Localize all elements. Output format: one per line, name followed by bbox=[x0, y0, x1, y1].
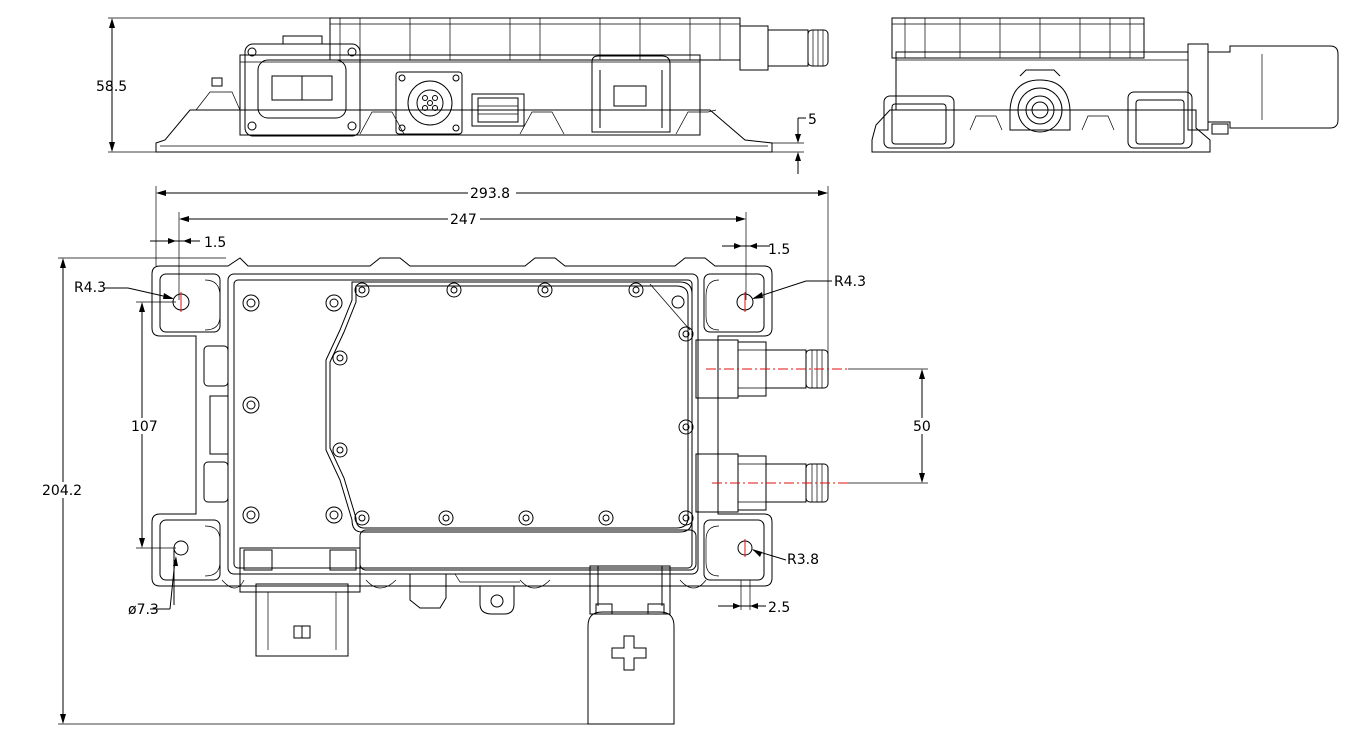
dim-radius-bottom-right: R3.8 bbox=[787, 552, 819, 568]
end-view bbox=[871, 17, 1339, 153]
dim-flange-thickness: 5 bbox=[808, 112, 817, 128]
dim-hole-spacing-length: 247 bbox=[450, 212, 477, 228]
dim-offset-right: 1.5 bbox=[768, 242, 790, 258]
dim-hole-diameter: ø7.3 bbox=[128, 602, 159, 618]
plan-view: 293.8 247 1.5 1.5 bbox=[40, 185, 934, 725]
dim-radius-top-left: R4.3 bbox=[74, 280, 106, 296]
dim-overall-width: 204.2 bbox=[42, 483, 82, 499]
dim-hole-spacing-width: 107 bbox=[131, 419, 158, 435]
dim-pipe-spacing: 50 bbox=[913, 419, 931, 435]
dim-overall-length: 293.8 bbox=[470, 186, 510, 202]
front-view: 58.5 bbox=[96, 17, 829, 174]
dim-offset-left: 1.5 bbox=[204, 235, 226, 251]
dim-side-height: 58.5 bbox=[96, 79, 127, 95]
dim-radius-top-right: R4.3 bbox=[834, 274, 866, 290]
dim-offset-bottom-right: 2.5 bbox=[768, 600, 790, 616]
screws bbox=[242, 282, 694, 526]
